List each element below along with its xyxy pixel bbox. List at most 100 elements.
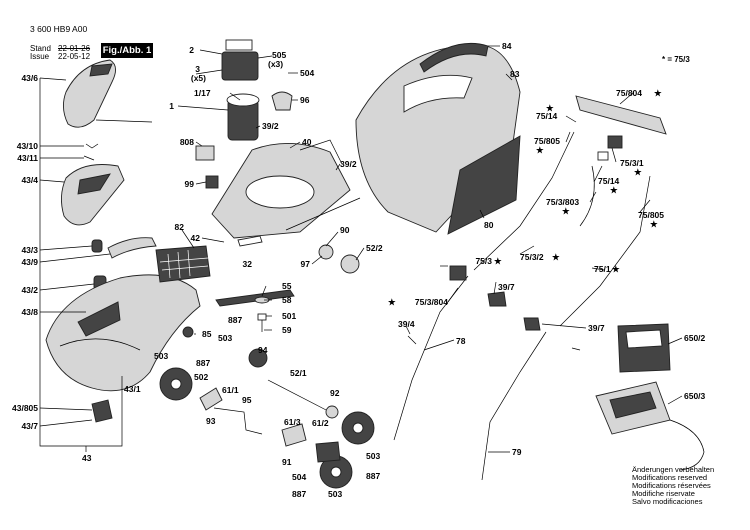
callout-90: 90 xyxy=(340,225,350,235)
callout-887-bottom: 887 xyxy=(292,489,306,499)
callout-650-3: 650/3 xyxy=(684,391,706,401)
callout-43-10: 43/10 xyxy=(17,141,39,151)
wheel-front-right xyxy=(248,348,268,368)
callout-39-4: 39/4 xyxy=(398,319,415,329)
callout-43-6: 43/6 xyxy=(21,73,38,83)
cable-panel-part xyxy=(155,245,211,283)
grassbox-side-part xyxy=(61,164,125,226)
star-markers: ★ ★ ★ ★ ★ ★ ★ ★ ★ ★ ★ xyxy=(388,88,663,307)
callout-85: 85 xyxy=(202,329,212,339)
callout-75-1: 75/1 xyxy=(594,264,611,274)
callout-75-3-1: 75/3/1 xyxy=(620,158,644,168)
svg-text:★: ★ xyxy=(562,206,571,216)
callout-43-8: 43/8 xyxy=(21,307,38,317)
callout-43-11: 43/11 xyxy=(17,153,38,163)
svg-text:★: ★ xyxy=(494,256,503,266)
callout-43: 43 xyxy=(82,453,92,463)
stand-value: 22-01-26 xyxy=(58,44,91,53)
callout-39-7-bottom: 39/7 xyxy=(588,323,605,333)
callout-99: 99 xyxy=(185,179,195,189)
callout-78: 78 xyxy=(456,336,466,346)
callout-75-14-mid: 75/14 xyxy=(598,176,620,186)
callout-labels: 2 505 (x3) 3 (x5) 504 1 1/17 96 39/2 808… xyxy=(12,41,706,499)
bracket-96 xyxy=(271,91,293,111)
callout-52-1: 52/1 xyxy=(290,368,307,378)
battery-part xyxy=(617,323,671,373)
height-lever-part xyxy=(237,197,361,247)
grassbox-shell-part xyxy=(45,274,201,392)
callout-501: 501 xyxy=(282,311,296,321)
callout-75-14-top: 75/14 xyxy=(536,111,558,121)
callout-503-upper: 503 xyxy=(218,333,232,343)
grassbox-bracket-part xyxy=(91,399,113,423)
wheel-front-left xyxy=(159,367,193,401)
callout-505: 505 xyxy=(272,50,286,60)
callout-39-7-top: 39/7 xyxy=(498,282,515,292)
callout-93: 93 xyxy=(206,416,216,426)
callout-61-3: 61/3 xyxy=(284,417,301,427)
svg-text:★: ★ xyxy=(654,88,663,98)
callout-43-805: 43/805 xyxy=(12,403,38,413)
wheel-rear-lower xyxy=(319,455,353,489)
svg-text:★: ★ xyxy=(634,167,643,177)
callout-92: 92 xyxy=(330,388,340,398)
spindle-parts xyxy=(318,244,360,274)
callout-887-right: 887 xyxy=(366,471,380,481)
callout-43-9: 43/9 xyxy=(21,257,38,267)
callout-52-2: 52/2 xyxy=(366,243,383,253)
svg-text:★: ★ xyxy=(650,219,659,229)
callout-82: 82 xyxy=(175,222,185,232)
figure-label: Fig./Abb. 1 xyxy=(101,43,153,58)
callout-43-4: 43/4 xyxy=(21,175,38,185)
charger-part xyxy=(595,381,705,471)
callout-1: 1 xyxy=(169,101,174,111)
stand-label: Stand xyxy=(30,44,51,53)
issue-value: 22-05-12 xyxy=(58,52,91,61)
callout-55: 55 xyxy=(282,281,292,291)
callout-503-left: 503 xyxy=(154,351,168,361)
callout-75-3-804: 75/3/804 xyxy=(415,297,448,307)
part-99 xyxy=(205,175,219,189)
callout-75-3: 75/3 xyxy=(475,256,492,266)
callout-75-3-2: 75/3/2 xyxy=(520,252,544,262)
callout-61-1: 61/1 xyxy=(222,385,239,395)
label-808 xyxy=(195,145,215,161)
callout-79: 79 xyxy=(512,447,522,457)
callout-39-2-mid: 39/2 xyxy=(340,159,357,169)
doc-code: 3 600 HB9 A00 xyxy=(30,24,88,34)
star-note: * = 75/3 xyxy=(662,55,690,64)
callout-650-2: 650/2 xyxy=(684,333,706,343)
grassbox-handle-part xyxy=(107,237,157,259)
callout-75-804: 75/804 xyxy=(616,88,642,98)
handle-fasteners xyxy=(407,265,581,351)
deck-housing-part xyxy=(211,139,351,239)
callout-95: 95 xyxy=(242,395,252,405)
callout-503-bottom: 503 xyxy=(328,489,342,499)
callout-504-bottom: 504 xyxy=(292,472,306,482)
callout-94: 94 xyxy=(258,345,268,355)
callout-75-805-right: 75/805 xyxy=(638,210,664,220)
handle-top-part xyxy=(575,95,667,161)
callout-504-top: 504 xyxy=(300,68,314,78)
callout-43-3: 43/3 xyxy=(21,245,38,255)
clip-93 xyxy=(199,387,223,411)
callout-40: 40 xyxy=(302,137,312,147)
footnote-de: Änderungen vorbehalten xyxy=(632,465,715,474)
callout-505-qty: (x3) xyxy=(268,59,283,69)
svg-text:★: ★ xyxy=(388,297,397,307)
callout-83: 83 xyxy=(510,69,520,79)
svg-text:★: ★ xyxy=(612,264,621,274)
leader-lines xyxy=(39,45,683,453)
rear-axle-parts xyxy=(281,405,341,463)
callout-32: 32 xyxy=(243,259,253,269)
callout-43-1: 43/1 xyxy=(124,384,141,394)
callout-887-left: 887 xyxy=(196,358,210,368)
callout-58: 58 xyxy=(282,295,292,305)
axle-95 xyxy=(213,407,263,435)
svg-text:★: ★ xyxy=(536,145,545,155)
svg-text:★: ★ xyxy=(610,185,619,195)
callout-887-upper: 887 xyxy=(228,315,242,325)
callout-91: 91 xyxy=(282,457,292,467)
motor-part xyxy=(226,93,260,141)
